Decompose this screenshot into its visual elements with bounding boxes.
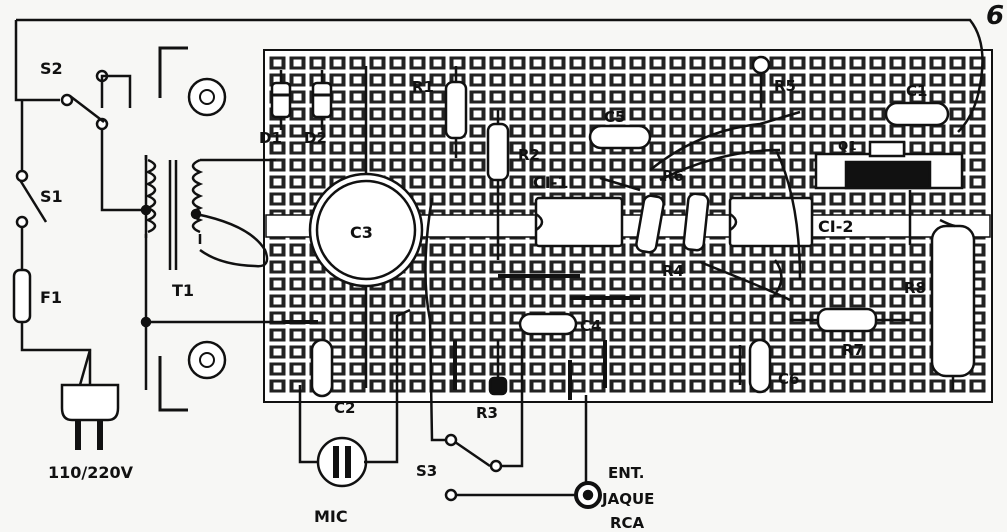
stripboard (158, 46, 993, 412)
label-mic: MIC (314, 507, 348, 526)
label-rca: RCA (610, 514, 645, 532)
label-ent: ENT. (608, 464, 644, 482)
label-r6: R6 (662, 167, 684, 185)
external-wiring (298, 110, 956, 509)
figure-number: 6 (986, 1, 1004, 31)
label-r4: R4 (662, 262, 684, 280)
capacitor-c2 (310, 338, 334, 398)
resistor-r1 (444, 80, 468, 140)
label-c4: C4 (580, 317, 601, 335)
resistor-r7 (816, 307, 878, 333)
resistor-r6 (682, 192, 710, 252)
label-c3: C3 (350, 223, 373, 242)
label-d2: D2 (304, 129, 327, 147)
mains-wiring (12, 18, 984, 450)
label-ci1: CI-1 (533, 173, 568, 192)
resistor-r5 (751, 55, 771, 75)
label-f1: F1 (40, 288, 62, 307)
components (270, 55, 976, 400)
label-ci2: CI-2 (818, 217, 853, 236)
diode-d2 (311, 81, 333, 119)
microphone (316, 436, 368, 488)
resistor-r2 (486, 122, 510, 182)
ic-ci2 (728, 196, 814, 248)
capacitor-c5 (588, 124, 652, 150)
label-c6: C6 (778, 370, 799, 388)
label-r7: R7 (842, 341, 864, 359)
label-r8: R8 (904, 279, 926, 297)
label-mains: 110/220V (48, 463, 134, 482)
label-r3: R3 (476, 404, 498, 422)
diode-d1 (270, 81, 292, 119)
label-r2: R2 (518, 146, 540, 164)
label-t1: T1 (172, 281, 194, 300)
label-jaque: JAQUE (601, 490, 654, 508)
label-s3: S3 (416, 462, 437, 480)
label-c1: C1 (906, 82, 927, 100)
label-r5: R5 (774, 77, 796, 95)
capacitor-c6 (748, 338, 772, 394)
ic-ci1 (534, 196, 624, 248)
label-c5: C5 (604, 108, 625, 126)
label-s1: S1 (40, 187, 63, 206)
resistor-r8 (930, 224, 976, 378)
capacitor-c1 (884, 101, 950, 127)
capacitor-c4 (518, 312, 578, 336)
label-s2: S2 (40, 59, 63, 78)
transistor-q1 (844, 160, 932, 190)
label-q1: Q1 (838, 139, 857, 153)
labels: 6 S2 S1 F1 T1 110/220V D1 D2 C3 C2 MIC R… (40, 1, 1004, 532)
label-d1: D1 (259, 129, 282, 147)
resistor-r3 (488, 376, 508, 396)
label-c2: C2 (334, 399, 355, 417)
resistor-r4 (635, 194, 665, 254)
label-r1: R1 (412, 78, 434, 96)
